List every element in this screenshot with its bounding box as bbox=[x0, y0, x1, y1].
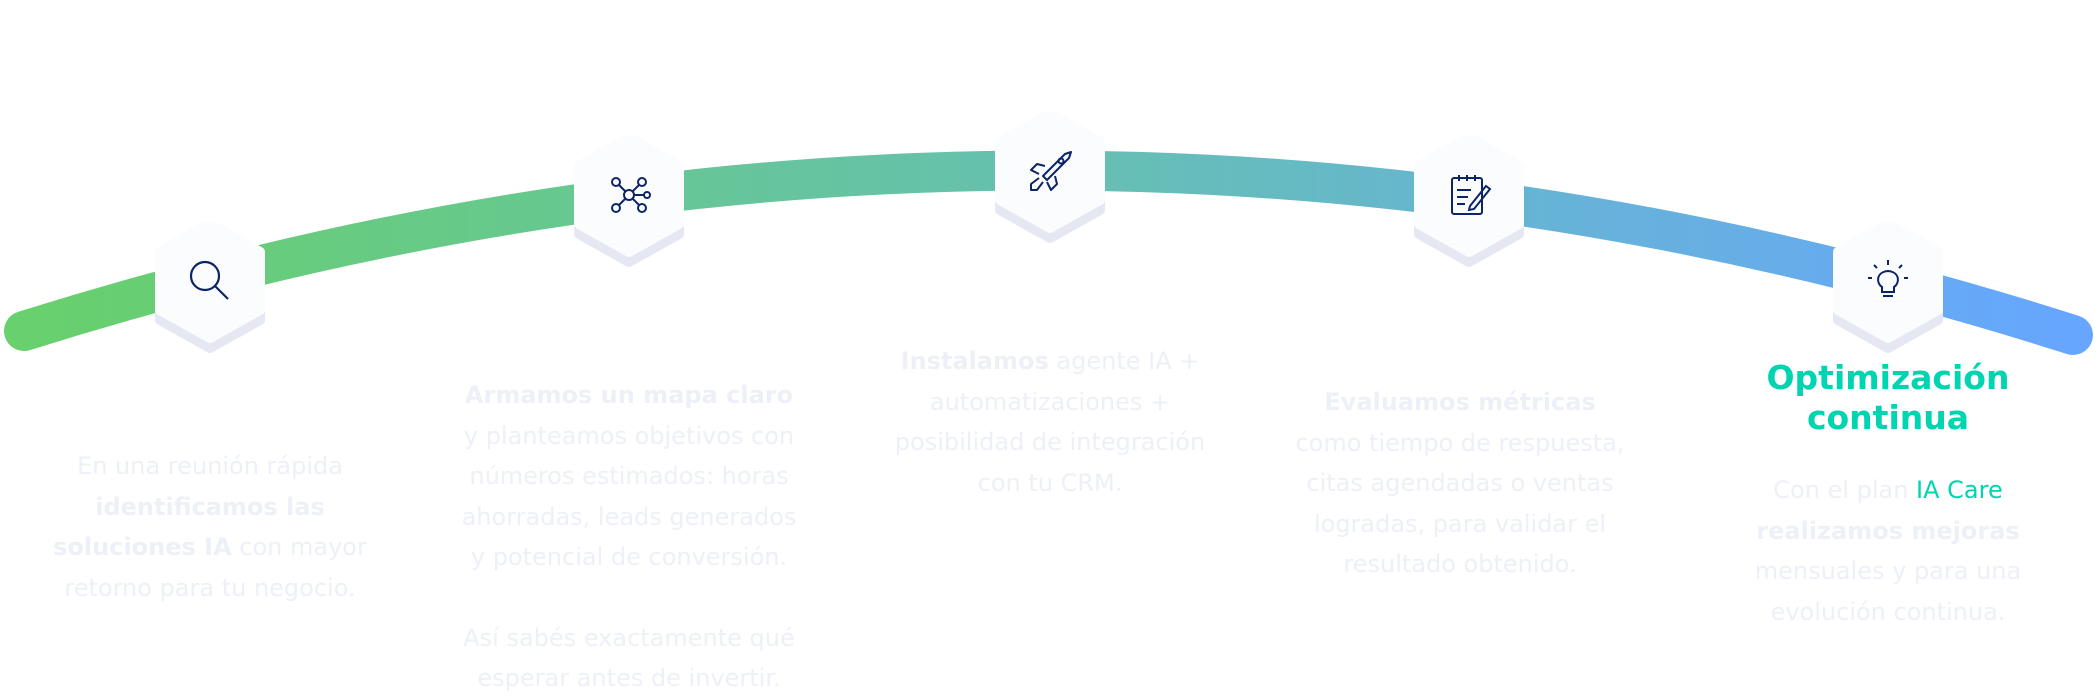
step-2-node bbox=[573, 136, 685, 268]
plan-name: IA Care bbox=[1916, 476, 2003, 504]
step-1-node bbox=[154, 222, 266, 354]
step-4-node bbox=[1413, 136, 1525, 268]
lightbulb-icon bbox=[1868, 260, 1908, 297]
rocket-icon bbox=[1030, 151, 1072, 191]
step-3-description: Instalamos agente IA + automatizaciones … bbox=[894, 347, 1206, 497]
network-icon bbox=[611, 177, 651, 213]
notes-icon bbox=[1451, 175, 1492, 215]
step-5-block: Optimización continua Con el plan IA Car… bbox=[1738, 358, 2038, 632]
step-3-node bbox=[994, 112, 1106, 244]
step-5-title: Optimización continua bbox=[1766, 358, 2010, 437]
step-5-node bbox=[1832, 222, 1944, 354]
search-icon bbox=[189, 260, 229, 300]
step-4-description: Evaluamos métricas como tiempo de respue… bbox=[1295, 388, 1625, 578]
step-2-note: Así sabés exactamente qué esperar antes … bbox=[463, 623, 795, 693]
step-1-description: En una reunión rápida identificamos las … bbox=[53, 452, 367, 602]
step-2-description: Armamos un mapa claro y planteamos objet… bbox=[459, 375, 799, 699]
